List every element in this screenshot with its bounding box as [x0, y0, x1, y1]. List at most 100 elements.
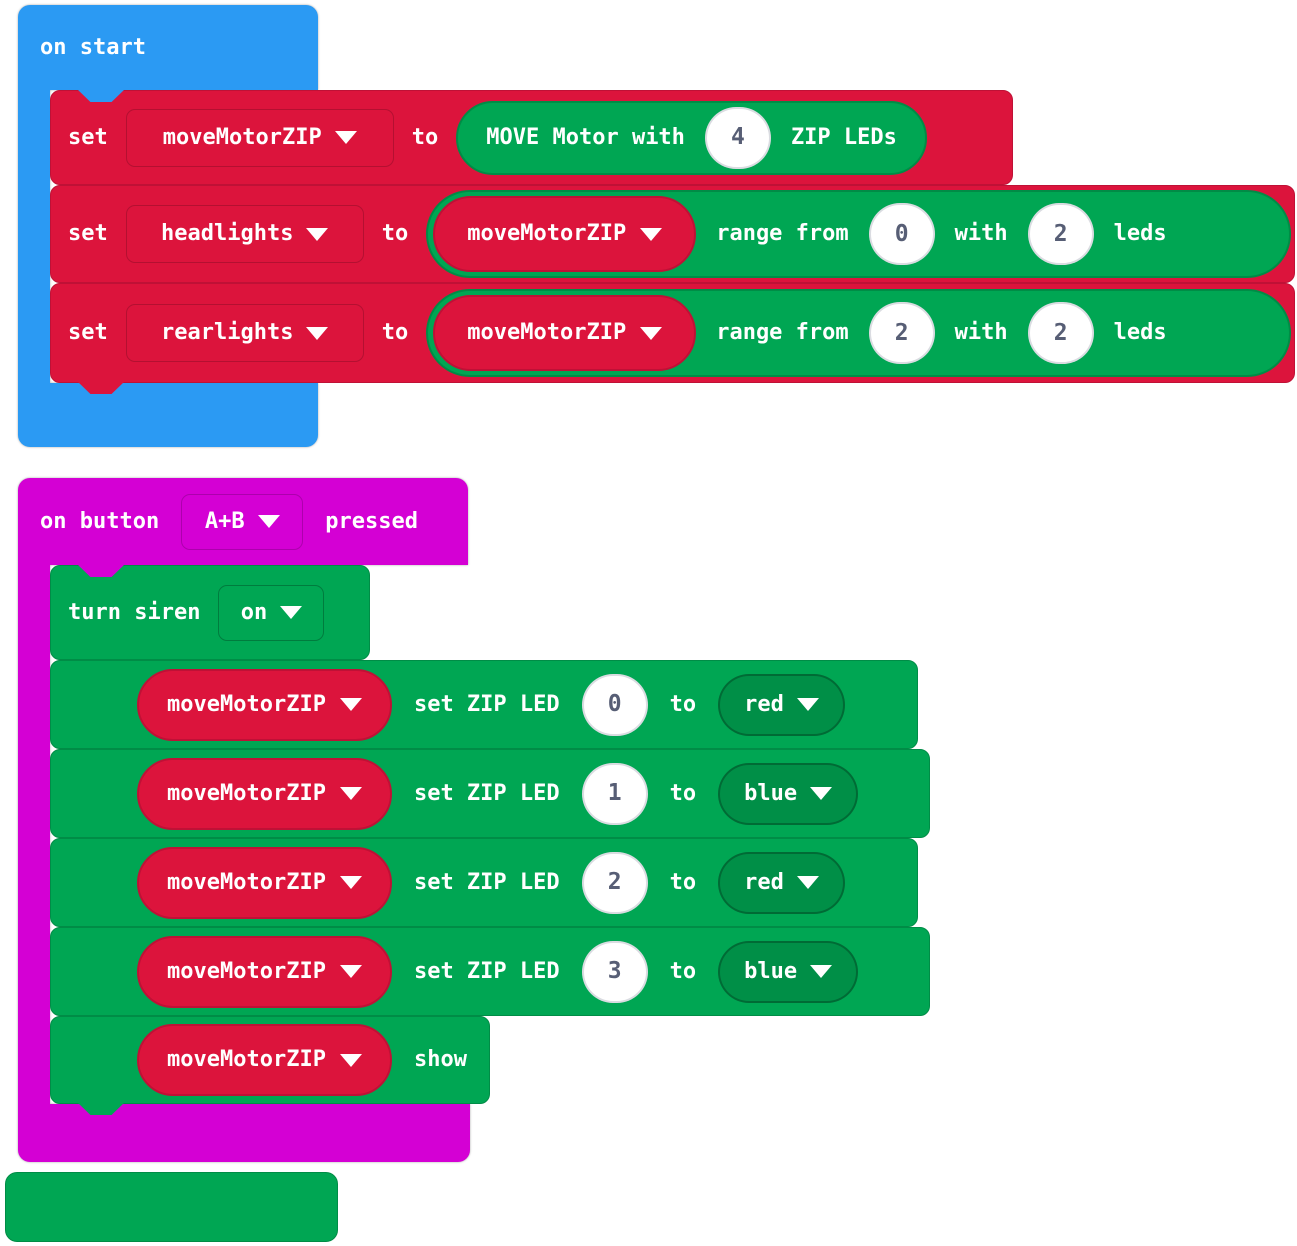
led-index-input[interactable]: 0 [581, 673, 648, 736]
dropdown-value: moveMotorZIP [167, 780, 326, 806]
led-index-input[interactable]: 2 [581, 851, 648, 914]
set-variable-block-rearlights[interactable]: set rearlights to moveMotorZIP range fro… [50, 283, 1295, 394]
dropdown-arrow-icon [810, 787, 833, 800]
zip-leds-label: ZIP LEDs [790, 124, 897, 150]
set-variable-block-headlights[interactable]: set headlights to moveMotorZIP range fro… [50, 185, 1295, 283]
led-color-dropdown[interactable]: red [718, 673, 845, 736]
dropdown-value: moveMotorZIP [162, 124, 322, 150]
to-label: to [669, 691, 697, 717]
set-zip-led-block-1[interactable]: moveMotorZIP set ZIP LED 1 to blue [50, 749, 930, 838]
range-block[interactable]: moveMotorZIP range from 2 with 2 leds [426, 289, 1291, 377]
with-label: with [954, 320, 1008, 345]
set-variable-block-movemotorzip[interactable]: set moveMotorZIP to MOVE Motor with 4 ZI… [50, 89, 1013, 185]
block-tab [77, 381, 125, 394]
on-button-foot [18, 1104, 470, 1162]
dropdown-value: blue [744, 958, 798, 984]
siren-state-dropdown[interactable]: on [218, 584, 325, 641]
on-start-spine [18, 90, 50, 383]
set-label: set [68, 221, 108, 246]
block-notch [77, 564, 125, 577]
variable-pill-movemotorzip[interactable]: moveMotorZIP [137, 1024, 392, 1096]
to-label: to [411, 124, 439, 150]
dropdown-value: A+B [204, 508, 245, 534]
to-label: to [381, 320, 409, 345]
on-button-spine [18, 565, 50, 1104]
number-value: 2 [894, 319, 909, 346]
on-start-label: on start [40, 34, 146, 60]
on-start-header[interactable]: on start [18, 5, 318, 90]
pressed-label: pressed [325, 508, 418, 534]
dropdown-value: red [744, 869, 784, 895]
variable-dropdown-headlights[interactable]: headlights [125, 205, 364, 263]
number-input-range-start[interactable]: 2 [868, 302, 935, 364]
dropdown-value: moveMotorZIP [467, 221, 627, 246]
number-value: 4 [731, 124, 745, 150]
variable-pill-movemotorzip[interactable]: moveMotorZIP [137, 846, 392, 919]
dropdown-value: moveMotorZIP [467, 320, 627, 345]
show-label: show [413, 1047, 467, 1072]
dropdown-value: red [744, 691, 784, 717]
led-color-dropdown[interactable]: blue [718, 940, 859, 1003]
dropdown-arrow-icon [796, 876, 819, 889]
led-color-dropdown[interactable]: red [718, 851, 845, 914]
variable-pill-movemotorzip[interactable]: moveMotorZIP [137, 935, 392, 1008]
set-zip-led-label: set ZIP LED [413, 780, 560, 806]
dropdown-arrow-icon [810, 965, 833, 978]
turn-siren-block[interactable]: turn siren on [50, 564, 370, 660]
variable-pill-movemotorzip[interactable]: moveMotorZIP [433, 196, 697, 272]
number-value: 0 [607, 691, 622, 717]
variable-dropdown-movemotorzip[interactable]: moveMotorZIP [125, 108, 394, 167]
range-from-label: range from [716, 221, 849, 246]
variable-dropdown-rearlights[interactable]: rearlights [125, 304, 364, 362]
turn-siren-label: turn siren [68, 599, 201, 625]
on-start-foot [18, 383, 318, 447]
range-block[interactable]: moveMotorZIP range from 0 with 2 leds [426, 190, 1291, 278]
move-motor-label: MOVE Motor with [486, 124, 685, 150]
dropdown-value: moveMotorZIP [167, 691, 326, 717]
zip-led-show-block[interactable]: moveMotorZIP show [50, 1016, 490, 1115]
set-zip-led-block-2[interactable]: moveMotorZIP set ZIP LED 2 to red [50, 838, 918, 927]
leds-label: leds [1113, 221, 1167, 246]
dropdown-value: blue [744, 780, 798, 806]
set-zip-led-label: set ZIP LED [413, 691, 560, 717]
dropdown-arrow-icon [796, 698, 819, 711]
set-zip-led-label: set ZIP LED [413, 958, 560, 984]
number-input-range-count[interactable]: 2 [1027, 302, 1094, 364]
dropdown-arrow-icon [334, 131, 357, 144]
number-input-led-count[interactable]: 4 [704, 106, 771, 169]
number-value: 2 [1053, 319, 1068, 346]
dropdown-arrow-icon [306, 326, 329, 340]
on-button-header[interactable]: on button A+B pressed [18, 478, 468, 565]
variable-pill-movemotorzip[interactable]: moveMotorZIP [137, 757, 392, 830]
led-color-dropdown[interactable]: blue [718, 762, 859, 825]
on-button-label: on button [40, 508, 160, 534]
dropdown-arrow-icon [339, 698, 362, 711]
led-index-input[interactable]: 3 [581, 940, 648, 1003]
block-notch [77, 89, 125, 102]
set-zip-led-label: set ZIP LED [413, 869, 560, 895]
variable-pill-movemotorzip[interactable]: moveMotorZIP [137, 668, 392, 741]
dropdown-arrow-icon [339, 965, 362, 978]
number-input-range-start[interactable]: 0 [868, 203, 935, 265]
dropdown-arrow-icon [640, 227, 663, 241]
led-index-input[interactable]: 1 [581, 762, 648, 825]
variable-pill-movemotorzip[interactable]: moveMotorZIP [433, 295, 697, 371]
set-zip-led-block-0[interactable]: moveMotorZIP set ZIP LED 0 to red [50, 660, 918, 749]
partial-green-block[interactable] [5, 1172, 338, 1242]
button-dropdown[interactable]: A+B [181, 493, 304, 550]
dropdown-arrow-icon [306, 227, 329, 241]
move-motor-with-zip-leds-block[interactable]: MOVE Motor with 4 ZIP LEDs [456, 100, 927, 175]
number-value: 2 [607, 869, 622, 895]
number-value: 2 [1053, 220, 1068, 247]
number-input-range-count[interactable]: 2 [1027, 203, 1094, 265]
number-value: 1 [607, 780, 622, 806]
set-label: set [68, 124, 108, 150]
leds-label: leds [1113, 320, 1167, 345]
dropdown-arrow-icon [339, 1053, 362, 1067]
dropdown-arrow-icon [339, 787, 362, 800]
number-value: 3 [607, 958, 622, 984]
dropdown-value: moveMotorZIP [167, 1047, 326, 1072]
dropdown-value: on [240, 599, 268, 625]
set-zip-led-block-3[interactable]: moveMotorZIP set ZIP LED 3 to blue [50, 927, 930, 1016]
